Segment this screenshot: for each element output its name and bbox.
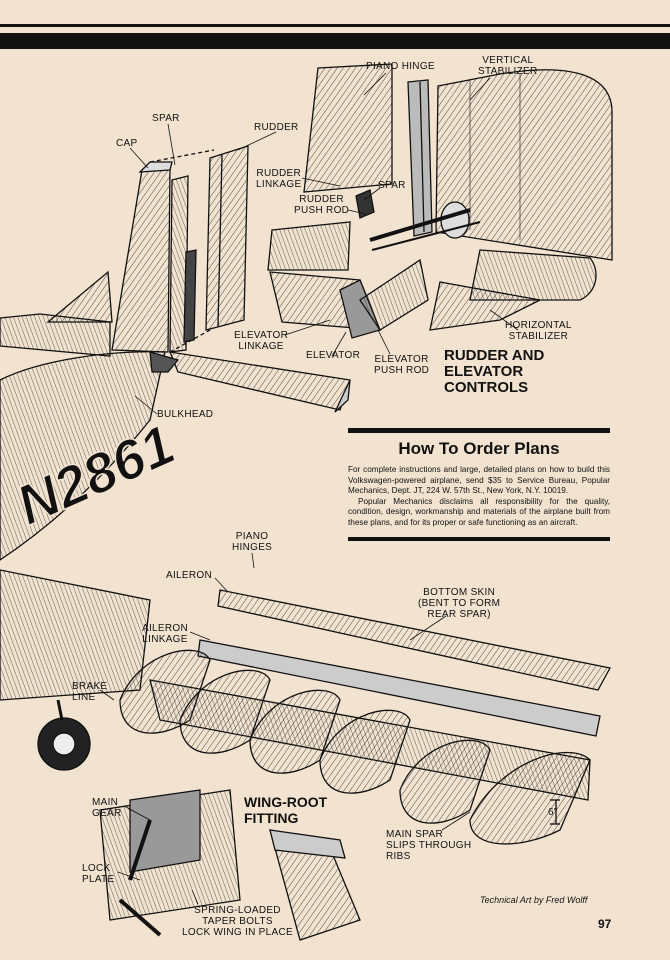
label-spar-mid: SPAR bbox=[378, 180, 406, 191]
label-aileron: AILERON bbox=[166, 570, 213, 581]
label-horizontal-stabilizer: HORIZONTAL STABILIZER bbox=[505, 320, 572, 342]
order-box-top-rule bbox=[348, 428, 610, 433]
label-brake-line: BRAKE LINE bbox=[72, 681, 108, 703]
label-elevator-push-rod: ELEVATOR PUSH ROD bbox=[374, 354, 430, 376]
label-main-gear: MAIN GEAR bbox=[92, 797, 122, 819]
order-box-bottom-rule bbox=[348, 536, 610, 541]
horizontal-stabilizer-left bbox=[0, 270, 351, 413]
order-plans-paragraph-2: Popular Mechanics disclaims all responsi… bbox=[348, 496, 610, 527]
label-rudder-linkage: RUDDER LINKAGE bbox=[256, 168, 302, 190]
label-elevator: ELEVATOR bbox=[306, 350, 361, 361]
label-elevator-linkage: ELEVATOR LINKAGE bbox=[234, 330, 289, 352]
label-piano-hinge: PIANO HINGE bbox=[366, 61, 435, 72]
heading-wing-root-fitting: WING-ROOT FITTING bbox=[244, 794, 328, 826]
rudder-assembly bbox=[267, 63, 613, 339]
vertical-tail-fin bbox=[111, 145, 249, 353]
label-bottom-skin: BOTTOM SKIN (BENT TO FORM REAR SPAR) bbox=[418, 587, 501, 620]
top-rule-thick bbox=[0, 33, 670, 49]
order-plans-paragraph-1: For complete instructions and large, det… bbox=[348, 465, 610, 496]
wing-root-fitting-detail bbox=[99, 789, 361, 941]
heading-rudder-elevator-controls: RUDDER AND ELEVATOR CONTROLS bbox=[444, 347, 545, 396]
leader-lines bbox=[99, 72, 519, 905]
label-cap: CAP bbox=[116, 138, 138, 149]
order-plans-title: How To Order Plans bbox=[398, 439, 560, 458]
art-credit: Technical Art by Fred Wolff bbox=[480, 895, 588, 905]
order-plans-box: How To Order Plans For complete instruct… bbox=[348, 428, 610, 541]
label-piano-hinges: PIANO HINGES bbox=[232, 531, 273, 553]
label-vertical-stabilizer: VERTICAL STABILIZER bbox=[478, 55, 538, 77]
label-spar-top: SPAR bbox=[152, 113, 180, 124]
fuselage bbox=[0, 351, 180, 561]
top-rule-thin bbox=[0, 24, 670, 27]
label-bulkhead: BULKHEAD bbox=[157, 409, 214, 420]
label-aileron-linkage: AILERON LINKAGE bbox=[142, 623, 189, 645]
wing-root-area bbox=[0, 569, 151, 771]
label-main-spar: MAIN SPAR SLIPS THROUGH RIBS bbox=[386, 829, 472, 862]
page-number: 97 bbox=[598, 917, 612, 931]
label-lock-plate: LOCK PLATE bbox=[82, 863, 115, 885]
label-six-inch: 6" bbox=[548, 807, 558, 818]
label-rudder-push-rod: RUDDER PUSH ROD bbox=[294, 194, 350, 216]
label-rudder: RUDDER bbox=[254, 122, 299, 133]
label-spring-loaded-bolts: SPRING-LOADED TAPER BOLTS LOCK WING IN P… bbox=[182, 905, 293, 938]
